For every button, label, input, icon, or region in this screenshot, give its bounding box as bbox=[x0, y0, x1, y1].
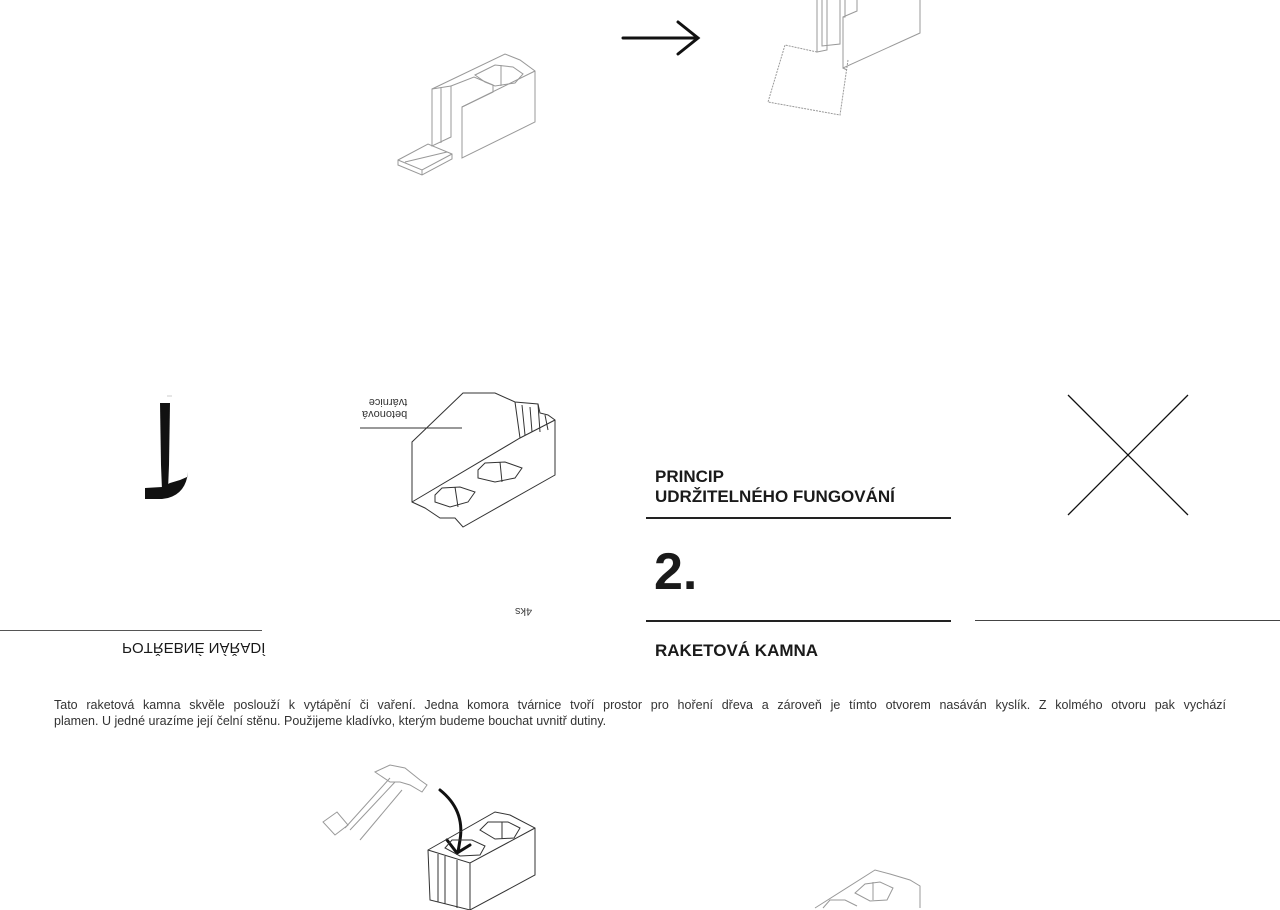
block-wall-removed-illustration bbox=[767, 0, 921, 116]
arrow-right-icon bbox=[621, 20, 701, 56]
concrete-block-illustration bbox=[360, 392, 556, 528]
hammer-hitting-block-illustration bbox=[322, 764, 536, 910]
description-line1: Tato raketová kamna skvěle poslouží k vy… bbox=[54, 698, 1226, 712]
description-line2: plamen. U jedné urazíme její čelní stěnu… bbox=[54, 714, 607, 728]
cross-icon bbox=[1067, 394, 1189, 516]
material-label-line1: betonová bbox=[362, 408, 408, 420]
principle-heading: PRINCIP UDRŽITELNÉHO FUNGOVÁNÍ bbox=[655, 467, 895, 507]
hammer-icon bbox=[145, 395, 188, 499]
principle-heading-line2: UDRŽITELNÉHO FUNGOVÁNÍ bbox=[655, 487, 895, 506]
material-label-line2: tvárnice bbox=[368, 396, 408, 408]
principle-divider-bottom bbox=[646, 620, 951, 622]
principle-subtitle: RAKETOVÁ KAMNA bbox=[655, 641, 819, 660]
concrete-block-partial-illustration bbox=[814, 869, 921, 909]
tools-section-title: POTŘEBNÉ NÁŘADÍ bbox=[122, 639, 266, 656]
description-text: Tato raketová kamna skvěle poslouží k vy… bbox=[54, 697, 1226, 729]
tools-divider bbox=[0, 630, 262, 631]
principle-heading-line1: PRINCIP bbox=[655, 467, 724, 486]
material-label: betonová tvárnice bbox=[362, 396, 407, 420]
right-divider bbox=[975, 620, 1280, 621]
broken-block-illustration bbox=[397, 53, 536, 176]
material-quantity: 4ks bbox=[515, 605, 533, 617]
step-number: 2. bbox=[654, 543, 698, 601]
principle-divider-top bbox=[646, 517, 951, 519]
